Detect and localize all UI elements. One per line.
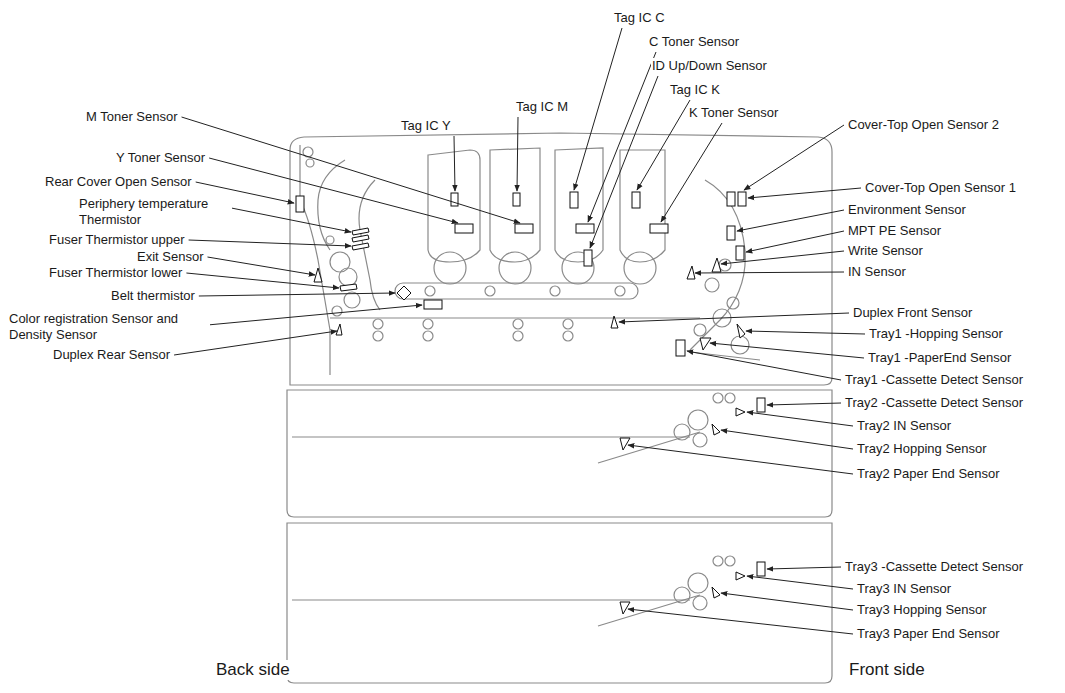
sensor-label: Duplex Rear Sensor — [52, 347, 171, 363]
sensor-label: C Toner Sensor — [648, 34, 740, 50]
sensor-label: Tag IC C — [613, 10, 666, 26]
sensor-label: Exit Sensor — [136, 249, 204, 265]
sensor-label: Cover-Top Open Sensor 2 — [847, 117, 1000, 133]
view-label: Front side — [848, 660, 926, 680]
sensor-label: Tray1 -PaperEnd Sensor — [867, 350, 1012, 366]
sensor-label: Tag IC K — [669, 82, 721, 98]
leader-line — [767, 567, 841, 569]
sensor-label: Tray3 Paper End Sensor — [856, 626, 1001, 642]
sensor-label: Rear Cover Open Sensor — [44, 174, 193, 190]
sensor-label: Tray3 -Cassette Detect Sensor — [844, 559, 1024, 575]
leader-line — [207, 257, 315, 275]
leader-line — [637, 100, 690, 190]
leader-line — [721, 593, 853, 610]
leader-line — [721, 430, 853, 449]
leader-line — [199, 293, 395, 296]
leader-line — [687, 351, 841, 380]
view-label: Back side — [215, 660, 291, 680]
sensor-label: Belt thermistor — [110, 288, 196, 304]
leader-line — [661, 123, 722, 222]
leader-line — [574, 28, 622, 190]
sensor-label: Periphery temperature Thermistor — [78, 196, 232, 228]
sensor-label: ID Up/Down Sensor — [651, 58, 768, 74]
leader-line — [695, 272, 844, 273]
leader-line — [721, 251, 844, 264]
sensor-label: Tray3 Hopping Sensor — [856, 602, 988, 618]
sensor-label: Tray3 IN Sensor — [856, 581, 952, 597]
sensor-label: Cover-Top Open Sensor 1 — [864, 180, 1017, 196]
leader-line — [454, 136, 455, 191]
sensor-label: Fuser Thermistor upper — [48, 232, 186, 248]
leader-line — [186, 273, 339, 288]
sensor-label: Tray2 Hopping Sensor — [856, 441, 988, 457]
leader-line — [744, 125, 844, 190]
sensor-label: Tray1 -Hopping Sensor — [868, 326, 1004, 342]
leader-line — [737, 210, 844, 231]
leader-line — [710, 343, 864, 358]
sensor-label: IN Sensor — [847, 264, 907, 280]
leader-line — [628, 609, 853, 634]
sensor-label: Tray2 -Cassette Detect Sensor — [844, 395, 1024, 411]
sensor-label: K Toner Sensor — [688, 105, 779, 121]
sensor-label: Tray2 Paper End Sensor — [856, 466, 1001, 482]
leader-line — [747, 412, 853, 426]
sensor-label: Duplex Front Sensor — [852, 305, 973, 321]
sensor-label: Tray1 -Cassette Detect Sensor — [844, 372, 1024, 388]
sensor-label: Fuser Thermistor lower — [48, 265, 183, 281]
leader-line — [189, 240, 351, 246]
leader-line — [517, 117, 518, 191]
leader-line — [748, 188, 861, 198]
leader-line — [767, 403, 841, 405]
leader-line — [182, 117, 520, 223]
sensor-label: Tag IC Y — [400, 118, 452, 134]
leader-line — [747, 576, 853, 589]
sensor-label: Color registration Sensor and Density Se… — [8, 311, 210, 343]
leader-line — [628, 445, 853, 474]
leader-line — [619, 313, 849, 322]
leader-line — [211, 204, 351, 232]
leader-line — [209, 158, 458, 223]
leader-line — [746, 331, 865, 334]
leader-line — [588, 52, 656, 222]
leader-line — [590, 76, 658, 248]
sensor-label: Tray2 IN Sensor — [856, 418, 952, 434]
sensor-label: Write Sensor — [847, 243, 924, 259]
sensor-label: Y Toner Sensor — [115, 150, 206, 166]
sensor-label: MPT PE Sensor — [847, 223, 942, 239]
sensor-label: Tag IC M — [515, 99, 569, 115]
sensor-label: Environment Sensor — [847, 202, 967, 218]
sensor-label: M Toner Sensor — [85, 109, 179, 125]
leader-line — [746, 231, 844, 252]
